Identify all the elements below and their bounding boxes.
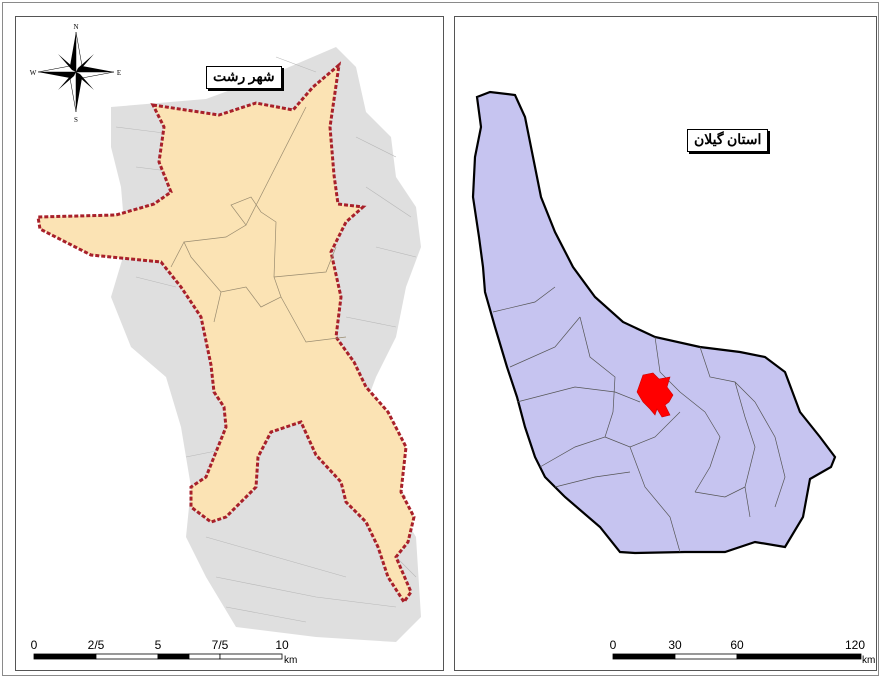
county-lines — [492, 286, 786, 553]
rasht-scale-tick-1: 2/5 — [87, 638, 105, 652]
rasht-scale-unit: km — [284, 655, 298, 666]
rasht-highlight-area — [636, 372, 674, 418]
gilan-province-boundary — [471, 90, 837, 555]
district-lines — [170, 106, 347, 343]
rasht-scale-tick-0: 0 — [30, 638, 38, 652]
gilan-scale-bar — [612, 653, 862, 660]
gilan-scale-tick-3: 120 — [844, 638, 866, 652]
gilan-province-map — [471, 90, 862, 660]
rasht-map-title: شهر رشت — [206, 66, 282, 89]
gilan-scale-unit: km — [862, 655, 876, 666]
gilan-scale-tick-0: 0 — [609, 638, 617, 652]
compass-east-label: E — [117, 69, 121, 77]
gilan-scale-tick-1: 30 — [668, 638, 682, 652]
rasht-city-map: N S E W — [30, 23, 421, 660]
rasht-scale-tick-4: 10 — [275, 638, 289, 652]
compass-west-label: W — [30, 69, 37, 77]
rasht-city-boundary — [36, 61, 416, 605]
gilan-scale-tick-2: 60 — [730, 638, 744, 652]
gilan-map-title: استان گیلان — [687, 129, 769, 152]
compass-north-label: N — [73, 23, 78, 31]
compass-south-label: S — [74, 116, 78, 124]
rasht-scale-tick-2: 5 — [154, 638, 162, 652]
rasht-scale-tick-3: 7/5 — [211, 638, 229, 652]
gilan-province-map-panel: استان گیلان 0 30 60 120 km — [454, 16, 877, 671]
rasht-city-map-panel: N S E W شهر رشت 0 2/5 5 7/5 10 km — [15, 16, 444, 671]
north-arrow-icon: N S E W — [30, 23, 121, 124]
rasht-scale-bar — [33, 653, 283, 660]
